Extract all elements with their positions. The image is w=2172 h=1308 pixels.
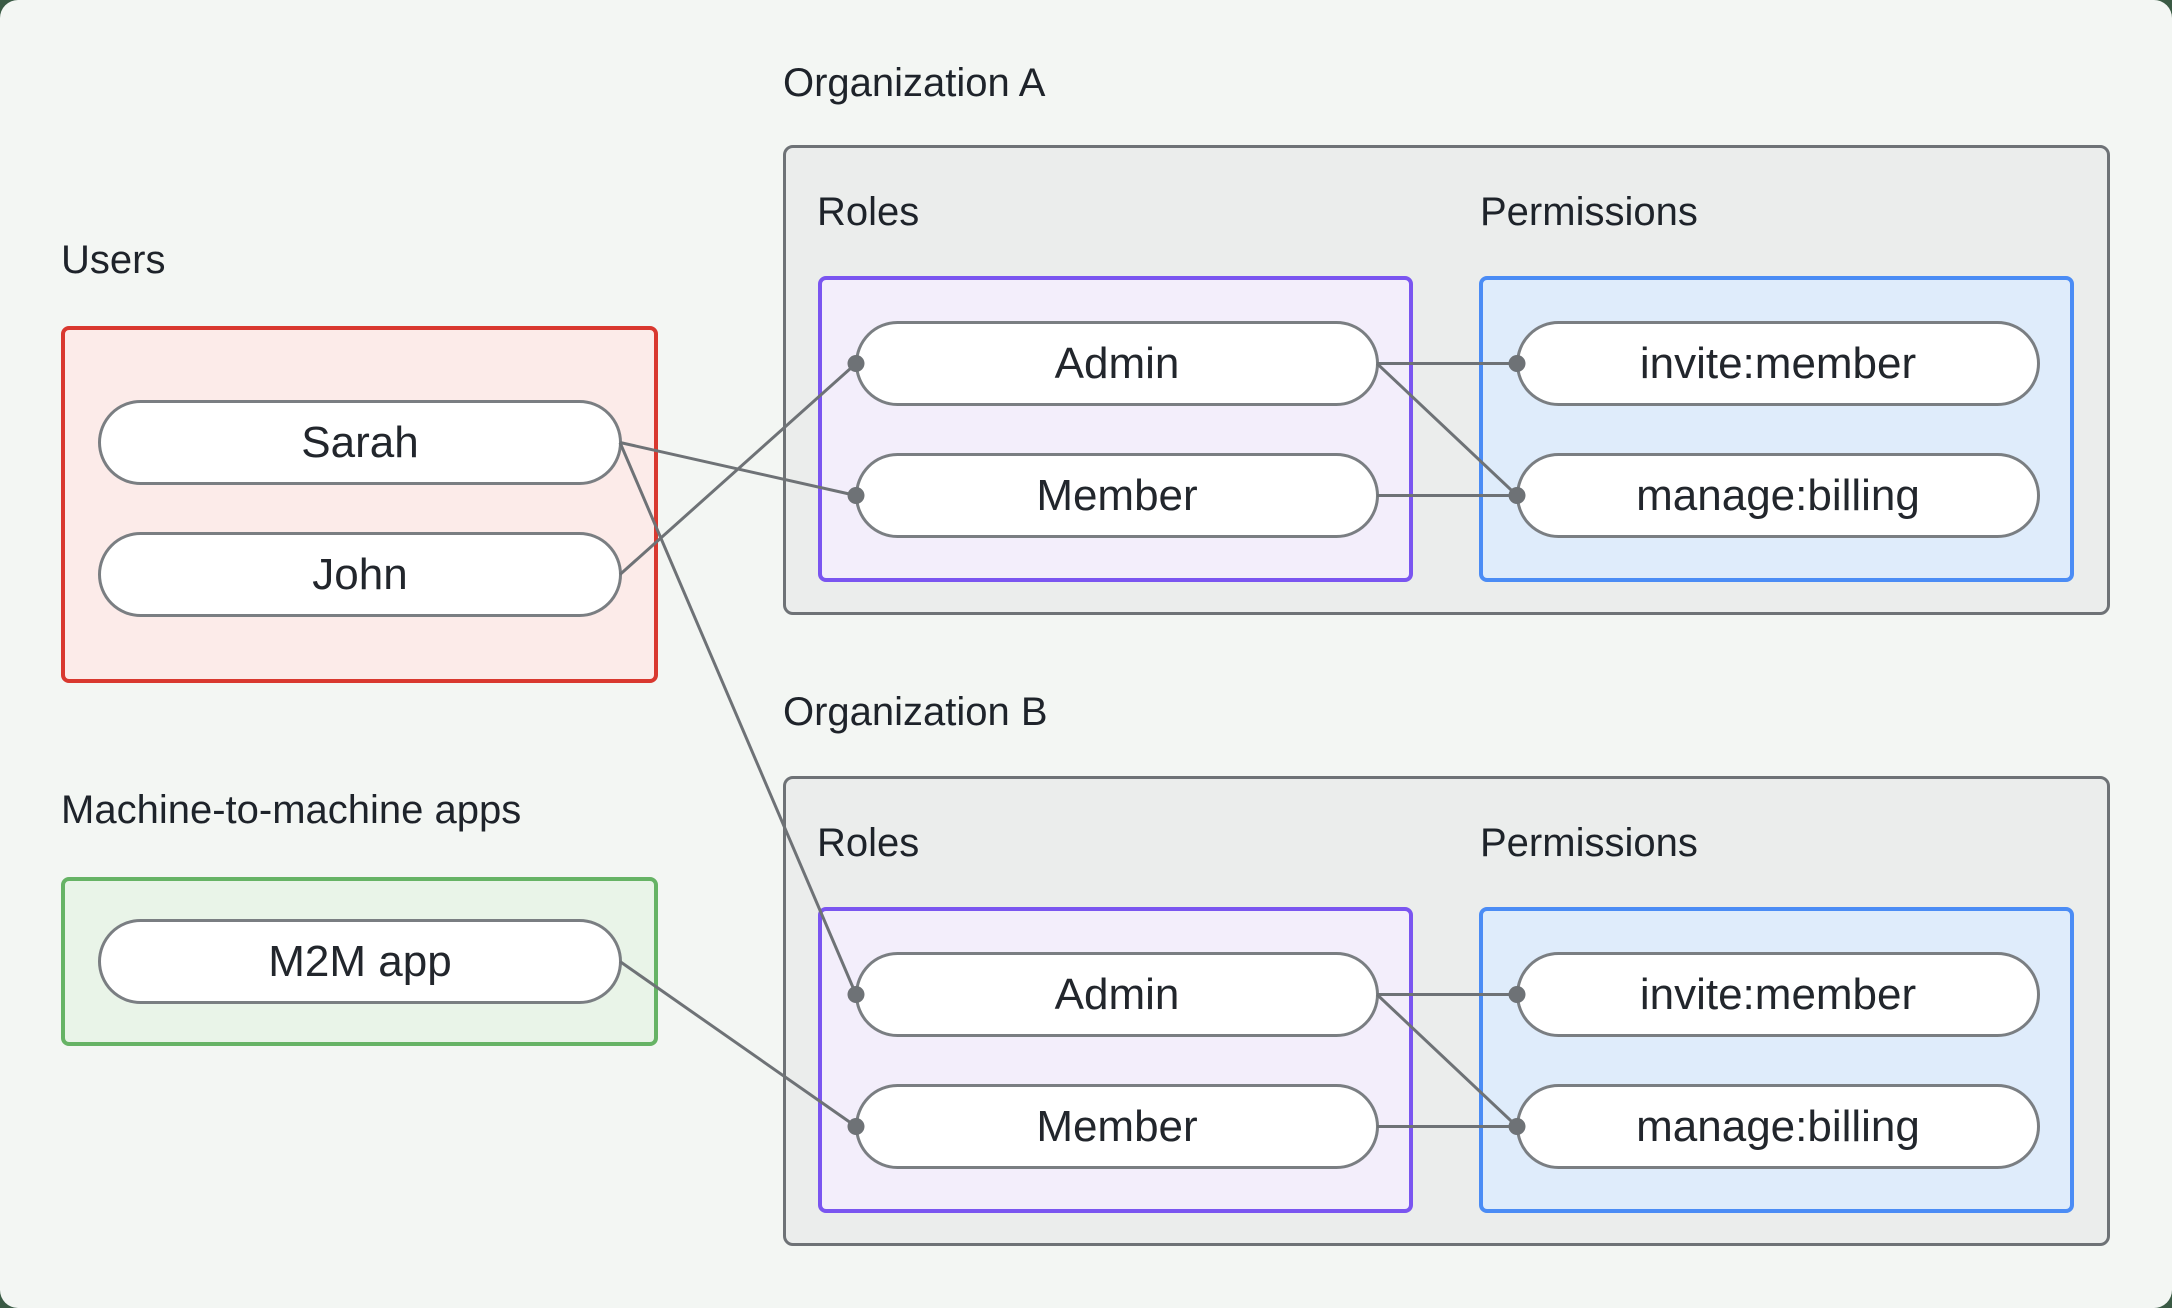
org-a-title: Organization A — [783, 61, 1046, 105]
org-a-role-member: Member — [855, 453, 1379, 538]
org-b-role-admin: Admin — [855, 952, 1379, 1037]
org-b-title: Organization B — [783, 690, 1048, 734]
org-a-role-admin: Admin — [855, 321, 1379, 406]
org-a-permissions-label: Permissions — [1480, 190, 1698, 234]
user-node-john: John — [98, 532, 622, 617]
users-group-label: Users — [61, 238, 166, 282]
org-b-permissions-label: Permissions — [1480, 821, 1698, 865]
org-b-permission-invite-member: invite:member — [1516, 952, 2040, 1037]
org-b-roles-label: Roles — [817, 821, 920, 865]
org-a-roles-label: Roles — [817, 190, 920, 234]
org-b-role-member: Member — [855, 1084, 1379, 1169]
m2m-node-app: M2M app — [98, 919, 622, 1004]
org-a-permission-manage-billing: manage:billing — [1516, 453, 2040, 538]
users-group-box — [61, 326, 658, 683]
org-a-permission-invite-member: invite:member — [1516, 321, 2040, 406]
user-node-sarah: Sarah — [98, 400, 622, 485]
m2m-group-label: Machine-to-machine apps — [61, 788, 522, 832]
org-b-permission-manage-billing: manage:billing — [1516, 1084, 2040, 1169]
